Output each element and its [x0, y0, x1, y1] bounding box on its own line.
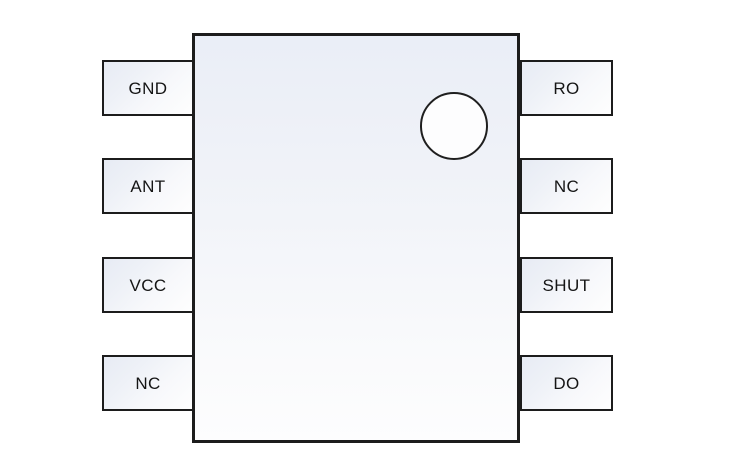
pin-box-right-4[interactable]: DO [520, 355, 613, 411]
pin-box-left-2[interactable]: ANT [102, 158, 194, 214]
pin-label: GND [128, 78, 168, 98]
pin-label: VCC [129, 275, 167, 295]
pin-label: SHUT [542, 275, 591, 295]
pin1-indicator-circle-icon [420, 92, 488, 160]
pin-label: NC [553, 176, 580, 196]
pin-box-right-1[interactable]: RO [520, 60, 613, 116]
pin-box-right-2[interactable]: NC [520, 158, 613, 214]
pin-label: ANT [130, 176, 166, 196]
chip-body [192, 33, 520, 443]
pin-box-left-3[interactable]: VCC [102, 257, 194, 313]
pin-box-left-1[interactable]: GND [102, 60, 194, 116]
pin-box-right-3[interactable]: SHUT [520, 257, 613, 313]
pin-box-left-4[interactable]: NC [102, 355, 194, 411]
pin-label: NC [135, 373, 161, 393]
pin-label: RO [553, 78, 580, 98]
pin-label: DO [553, 373, 580, 393]
